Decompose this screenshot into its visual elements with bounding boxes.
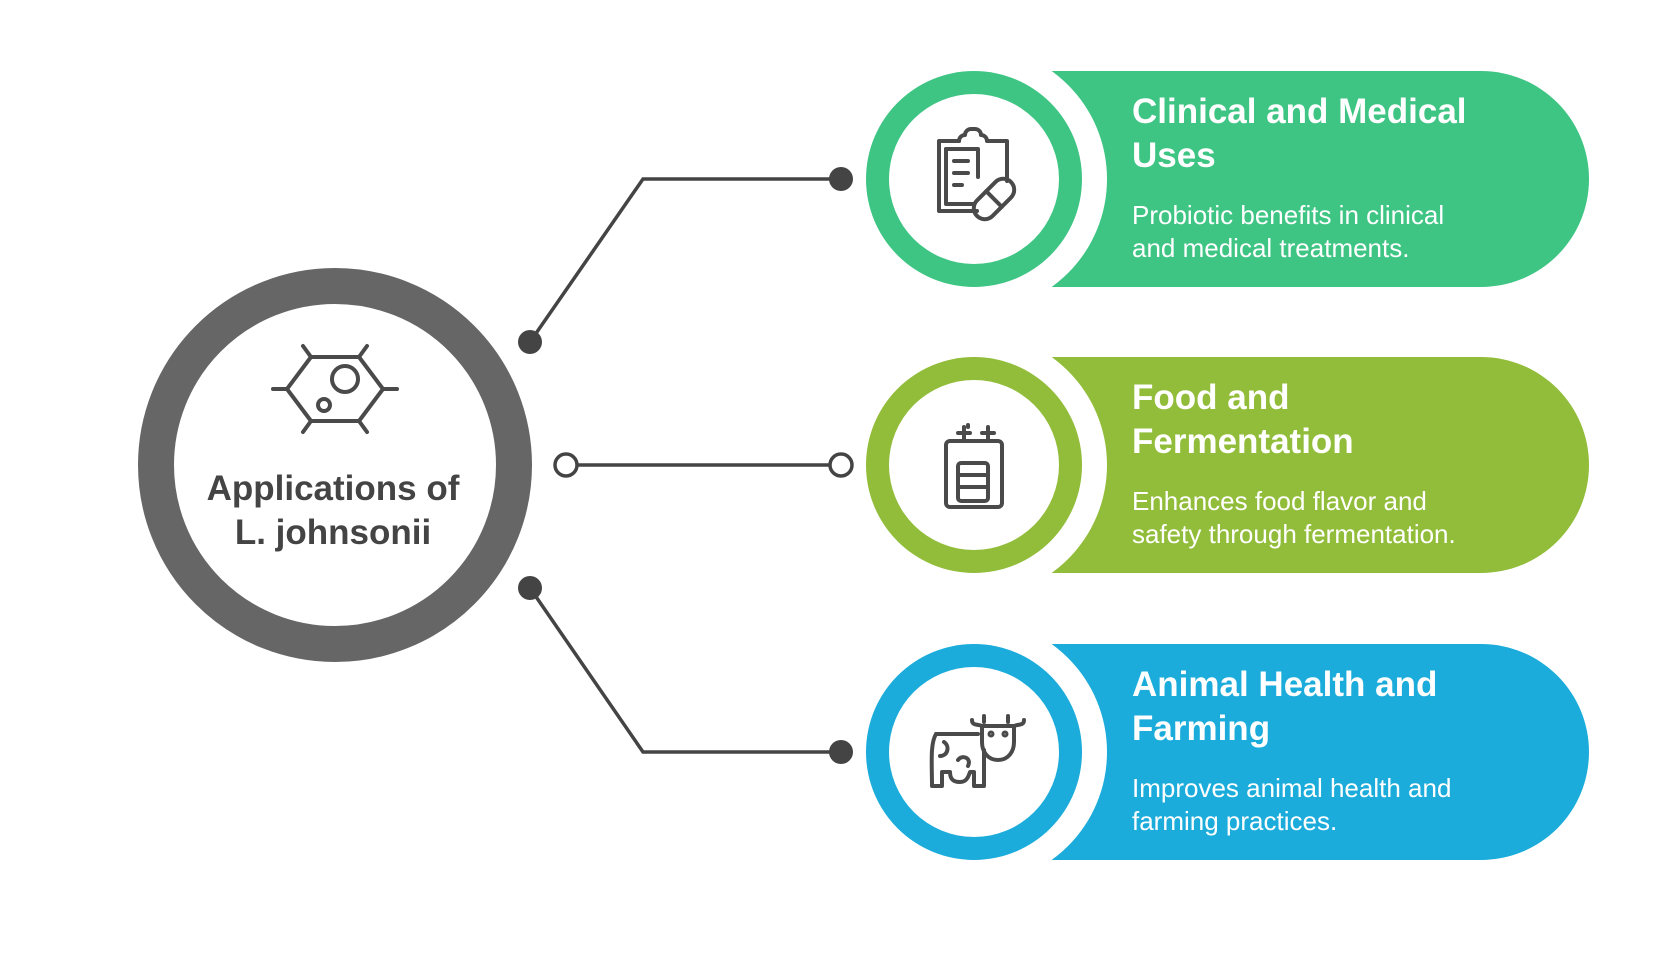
dot-bottom-start <box>518 576 542 600</box>
center-node: Applications of L. johnsonii <box>138 268 532 662</box>
fermentation-tank-icon <box>944 423 1004 509</box>
card-desc-line: farming practices. <box>1132 806 1337 836</box>
card-band <box>1000 71 1589 287</box>
card-title-line: Uses <box>1132 136 1216 175</box>
icon-disc <box>889 667 1059 837</box>
cow-icon <box>929 714 1026 788</box>
card-title-line: Clinical and Medical <box>1132 92 1467 131</box>
icon-disc <box>889 94 1059 264</box>
dot-top-end <box>829 167 853 191</box>
center-title-line-1: Applications of <box>207 469 460 508</box>
card-title-line: Farming <box>1132 709 1270 748</box>
card-title-line: Food and <box>1132 378 1289 417</box>
card-desc-line: safety through fermentation. <box>1132 519 1456 549</box>
bacteria-cell-icon <box>271 344 399 434</box>
dot-middle-end <box>828 452 854 478</box>
card-desc-line: Improves animal health and <box>1132 773 1451 803</box>
connectors <box>528 177 841 754</box>
card-band <box>1000 644 1589 860</box>
card-title-line: Animal Health and <box>1132 665 1437 704</box>
center-title-line-2: L. johnsonii <box>235 513 431 552</box>
connector-bottom <box>528 587 841 754</box>
dot-bottom-end <box>829 740 853 764</box>
card-desc-line: and medical treatments. <box>1132 233 1409 263</box>
card-desc-line: Probiotic benefits in clinical <box>1132 200 1444 230</box>
card-title-line: Fermentation <box>1132 422 1354 461</box>
clipboard-pill-icon <box>937 127 1017 222</box>
connector-top <box>528 177 841 343</box>
card-band <box>1000 357 1589 573</box>
dot-top-start <box>518 330 542 354</box>
connector-dots <box>518 167 854 764</box>
card-desc-line: Enhances food flavor and <box>1132 486 1427 516</box>
dot-middle-start <box>553 452 579 478</box>
